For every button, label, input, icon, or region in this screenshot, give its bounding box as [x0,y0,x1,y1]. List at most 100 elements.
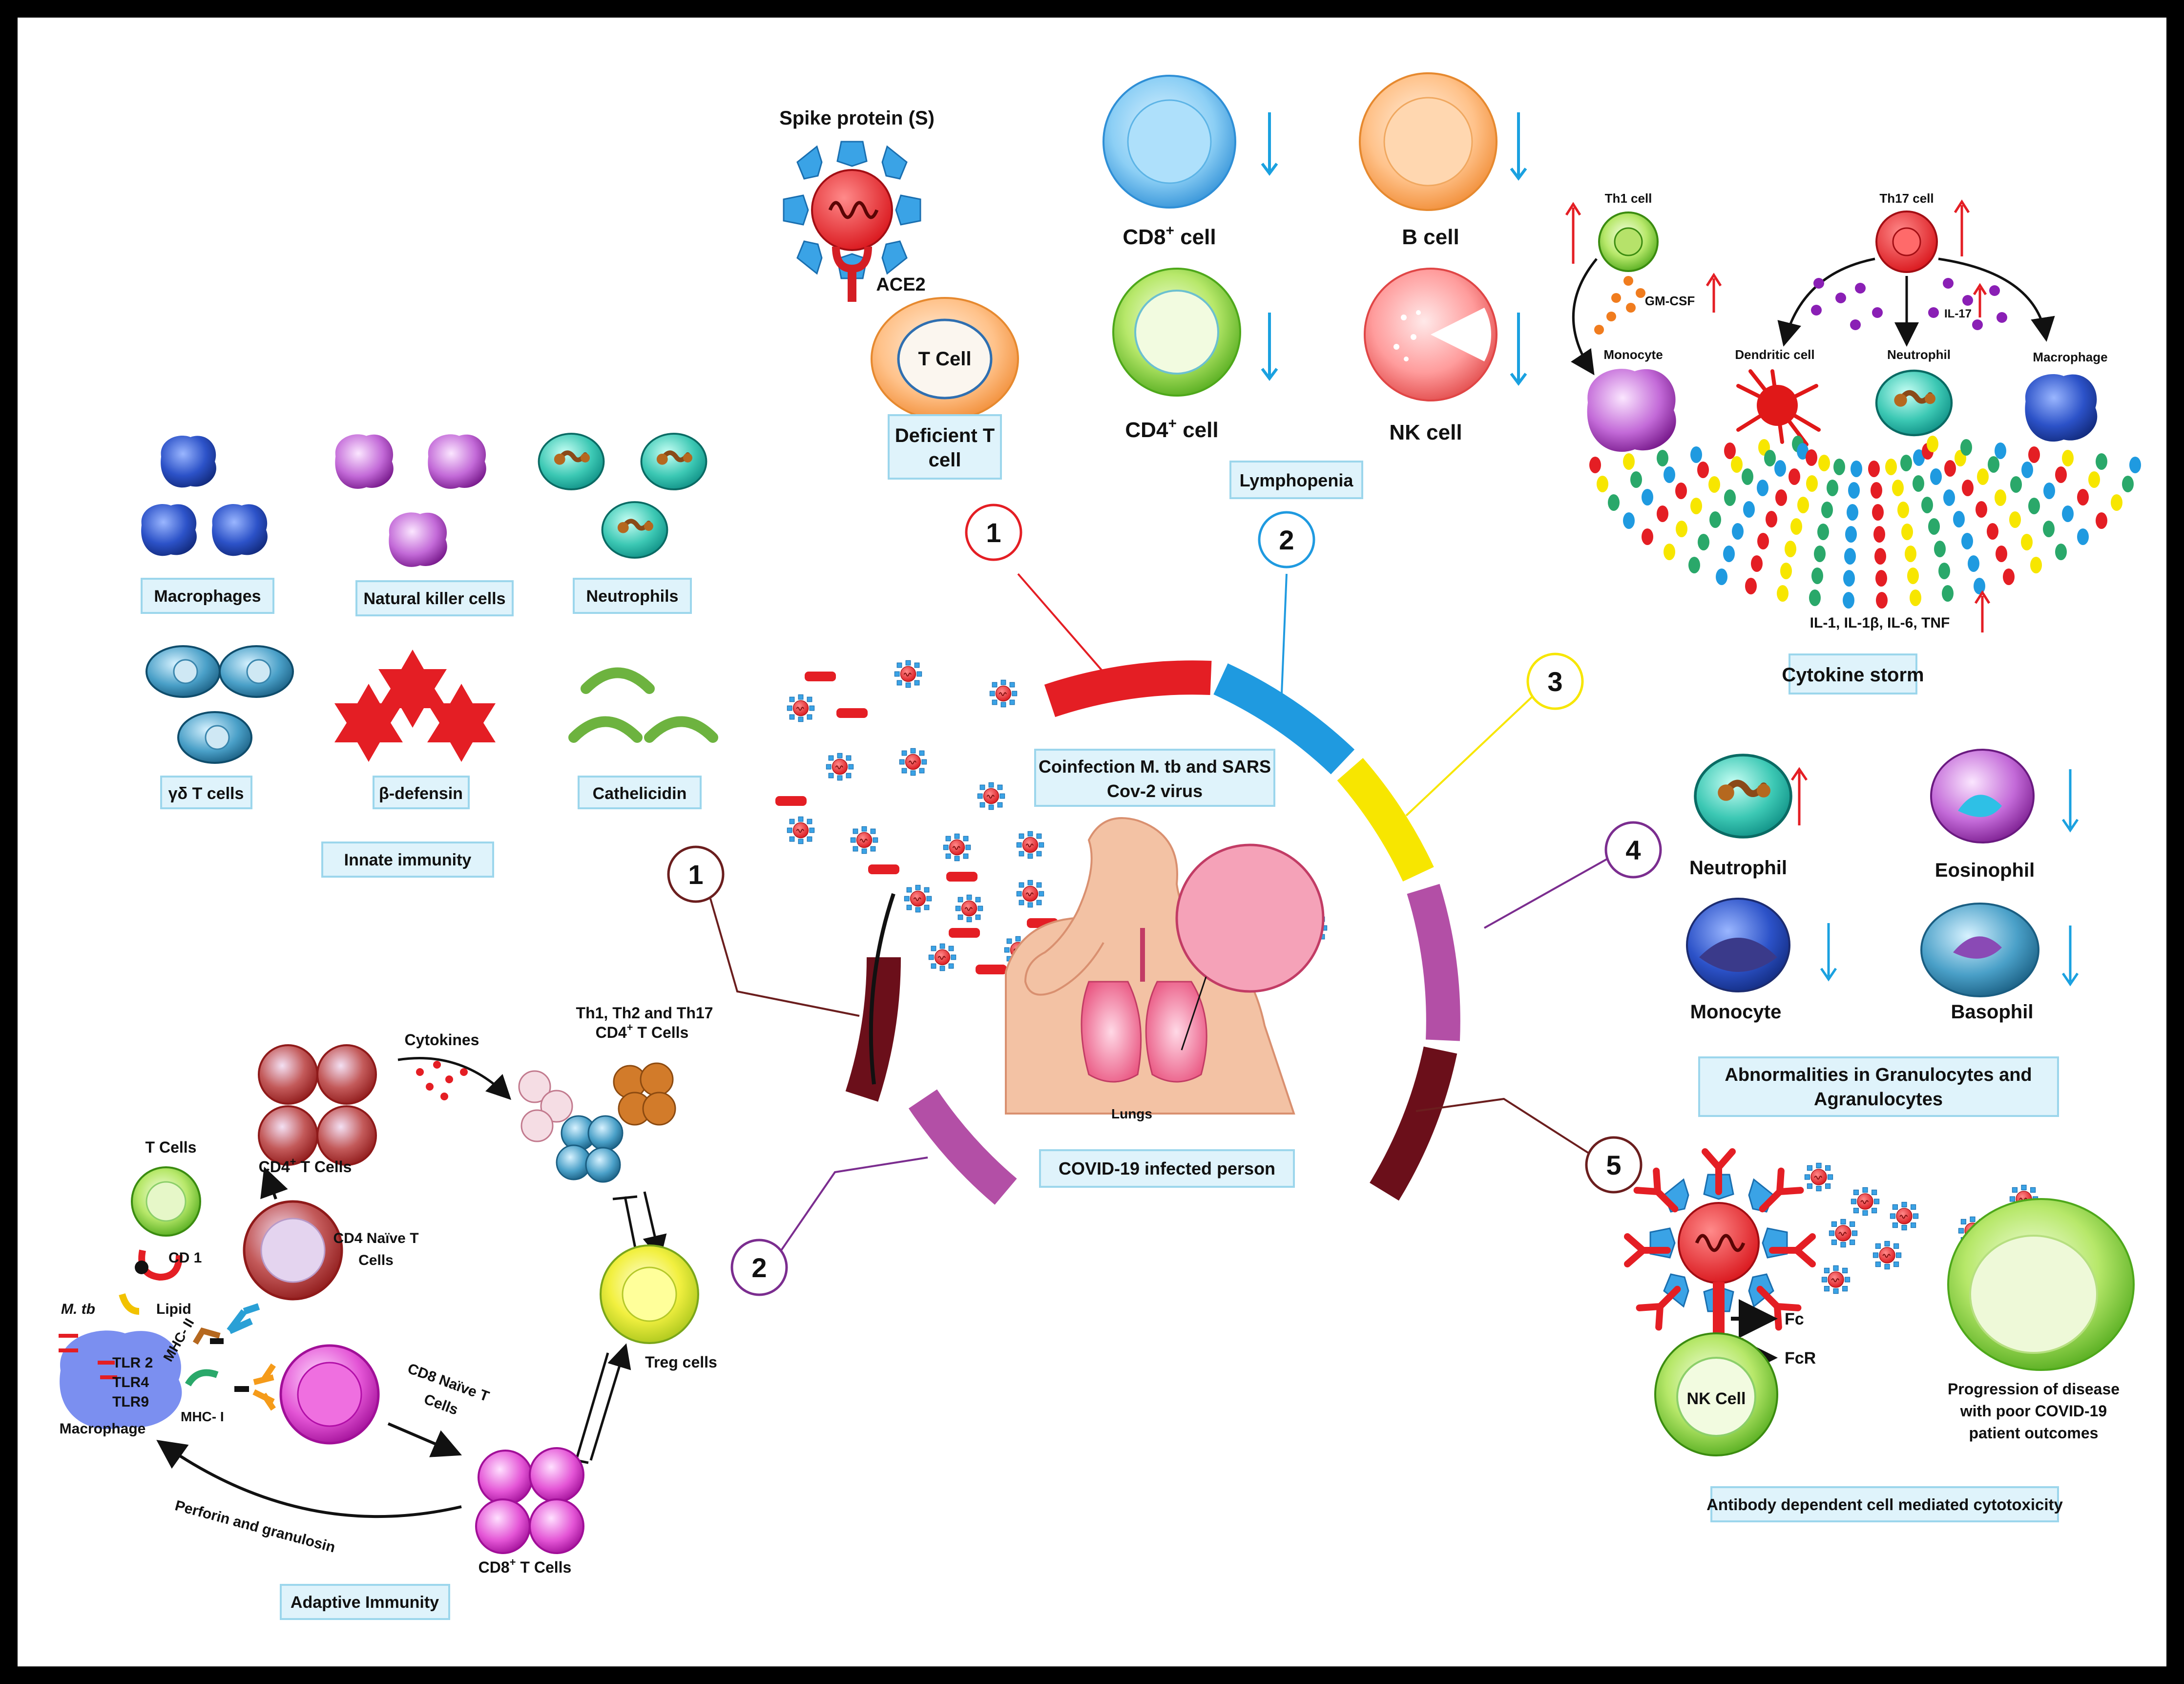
cytokine-dot [1790,518,1802,535]
progression-line1: Progression of disease [1948,1380,2120,1398]
virus-icon [1016,880,1044,908]
cytokine-dot [1921,497,1933,513]
nk-cells-box [355,580,514,616]
callouts [667,504,1662,1296]
cytokine-dot [1995,489,2006,506]
cytokine-dot [2009,511,2021,528]
il17-up-arrow-icon [1973,283,1987,317]
virus-icon [943,833,971,862]
progression-line2: with poor COVID-19 [1960,1402,2107,1420]
cytokine-dot [1698,534,1709,550]
t-cells-label: T Cells [146,1138,197,1156]
cytokine-dot [1589,457,1601,473]
b-cell-label: B cell [1402,225,1459,249]
cytokine-dot [2111,494,2122,511]
virus-icon [1016,831,1044,859]
cytokine-dot [1780,563,1792,579]
cytokine-storm-panel: Th1 cell Th17 cell GM-CSF IL-17 Monocyte… [1565,191,2141,695]
cd4-t-cell-cluster [258,1044,377,1166]
virus-icon [899,748,927,776]
b-cell-down-arrow-icon [1510,112,1527,181]
cytokine-dot [1814,546,1826,562]
virus-icon [826,753,854,781]
nk-cell-label: NK Cell [1687,1389,1746,1408]
cytokine-dot [1874,548,1886,565]
fcr-label: FcR [1785,1349,1816,1368]
lymphopenia-box [1229,461,1363,499]
macrophage-icon [2025,374,2098,442]
ring-outline [869,893,895,1085]
progression-line3: patient outcomes [1969,1424,2099,1442]
cd1-label: CD 1 [168,1250,202,1266]
nk-cell-icon [428,434,486,489]
cd8-down-arrow-icon [1261,112,1278,176]
cytokine-dot [1847,504,1858,521]
lymphopenia-title: Lymphopenia [1240,470,1354,490]
cytokine-dot [1751,555,1763,572]
cytokine-dot [1848,482,1860,499]
neutrophil-up-arrow-icon [1790,767,1808,825]
neutrophil-label: Neutrophil [1887,347,1951,362]
virus-icon [928,943,957,971]
cytokine-dot [1974,578,1985,594]
callout-4-purple [1604,821,1662,879]
cytokine-dot [1833,459,1845,475]
mtb-bacillus-icon [868,864,899,874]
cytokine-dot [2077,489,2089,505]
cytokine-dot [1766,511,1777,527]
cytokine-cloud [1589,436,2141,609]
cytokine-dot [1745,578,1757,594]
t-cell-nucleus [897,318,993,400]
cytokine-dot [1642,489,1653,505]
virus-icon [1804,1162,1833,1192]
neutrophil-icon [1695,755,1791,837]
monocyte-down-arrow-icon [1820,923,1837,982]
mtb-bacillus-icon [775,796,807,806]
neutrophil-icon [642,434,707,489]
callout-2-purple [730,1239,788,1296]
virus-icon [787,816,815,844]
cytokine-dot [1723,546,1735,562]
nk-cell-label: NK cell [1389,421,1462,444]
eosinophil-down-arrow-icon [2061,769,2079,833]
ace2-stalk [848,268,856,302]
cytokine-dot [1996,546,2007,562]
cd4-naive-line2: Cells [358,1252,394,1268]
virus-icon [1890,1201,1919,1231]
gd-t-cells-label: γδ T cells [168,784,244,803]
callout-4-purple-label: 4 [1625,835,1641,865]
treg-label: Treg cells [645,1353,717,1371]
mtb-bacillus-icon [836,708,868,718]
macrophages-label: Macrophages [154,587,261,606]
th17-label: Th17 cell [1879,191,1934,206]
tcr-cd4-icon [227,1303,260,1334]
cd4-label: CD4+ cell [1125,416,1218,442]
cytokine-dot [2096,512,2107,529]
cytokine-dot [1676,521,1687,537]
virus-icon [850,826,878,854]
adaptive-immunity-box [280,1584,450,1620]
cytokine-dot [1843,570,1855,587]
callout-5-maroon-label: 5 [1606,1150,1621,1180]
cytokine-dot [2062,450,2074,466]
lymphopenia-panel: CD8+ cell B cell CD4+ cell NK cell Lymph… [1102,72,1527,499]
nk-cell-cutout [1431,308,1492,361]
virus-icon [1872,1241,1902,1270]
cytokine-dot [1907,568,1919,584]
cytokine-dot [1995,442,2006,459]
cytokine-dot [1623,512,1635,529]
adcc-title: Antibody dependent cell mediated cytotox… [1706,1495,2063,1514]
cytokine-dot [1806,475,1818,492]
cytokine-dot [1934,541,1946,557]
monocyte-icon [1587,369,1676,452]
cytokine-dot [1664,466,1675,483]
virus-icon [977,782,1005,810]
neutrophil-icon [539,434,604,489]
cytokine-dot [1900,455,1912,471]
cytokine-dot [2030,557,2042,573]
cytokine-dot [2122,476,2134,492]
spike-protein-label: Spike protein (S) [779,107,935,129]
macrophage-icon [212,504,268,556]
cytokine-dot [1797,443,1809,460]
callout-2-blue [1258,511,1315,568]
